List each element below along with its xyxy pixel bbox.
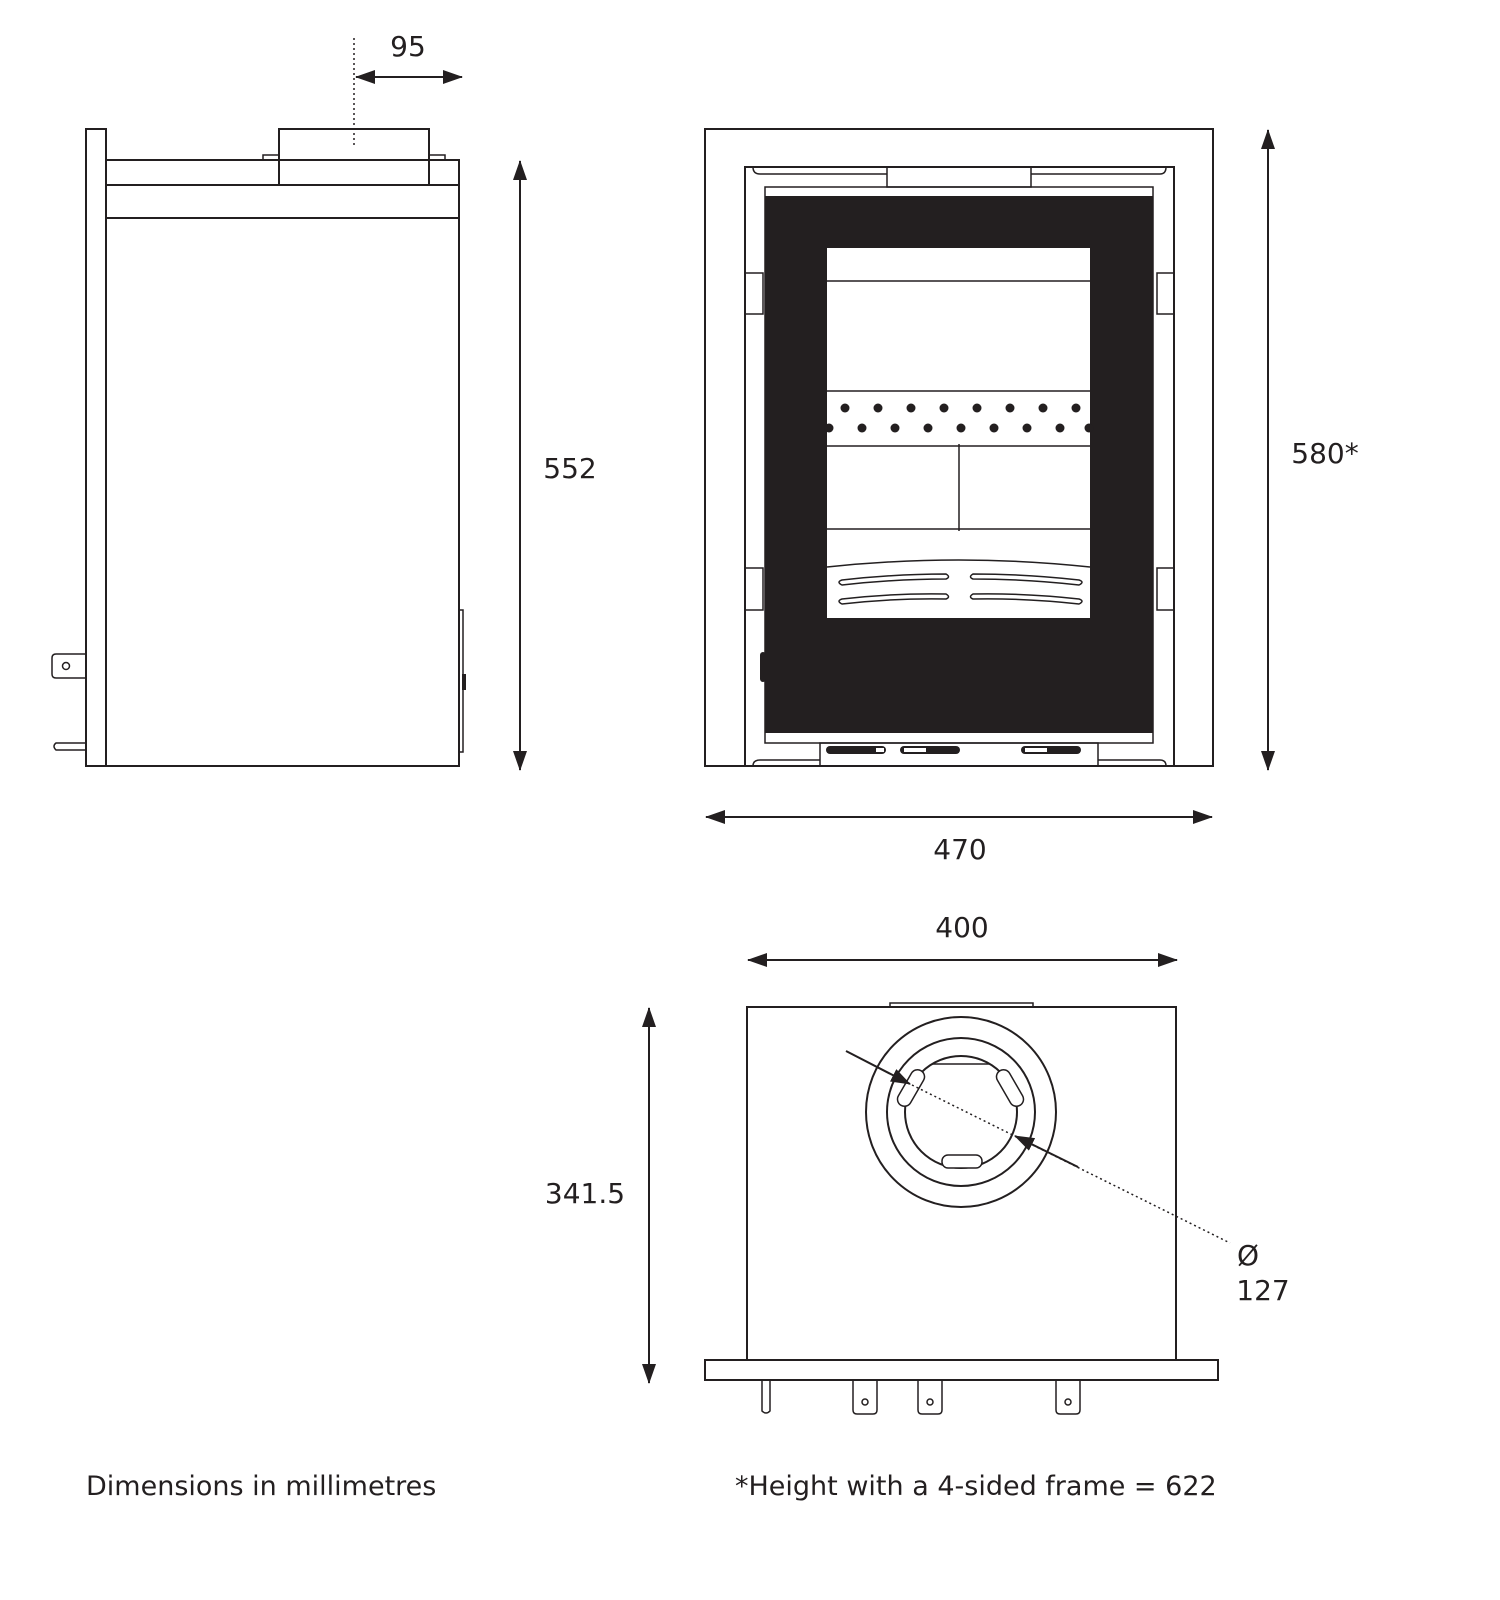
- door-handle: [760, 652, 766, 682]
- fixing-tabs: [852, 1380, 1081, 1415]
- dim-label-front-height: 580*: [1291, 437, 1358, 470]
- dim-label-flue-offset: 95: [390, 30, 426, 63]
- dim-label-top-width: 400: [935, 911, 988, 944]
- air-holes: [824, 403, 1094, 433]
- dim-label-front-width: 470: [933, 833, 986, 866]
- units-note: Dimensions in millimetres: [86, 1471, 436, 1502]
- frame-height-note: *Height with a 4-sided frame = 622: [735, 1471, 1217, 1502]
- front-view: 580* 470: [704, 128, 1359, 866]
- diameter-symbol: Ø: [1237, 1239, 1259, 1272]
- dim-arrow-flue-diameter-a: [845, 1050, 911, 1085]
- dim-label-flue-diameter: 127: [1236, 1274, 1289, 1307]
- door-glass: [827, 248, 1090, 618]
- dim-label-side-height: 552: [543, 452, 596, 485]
- air-controls: [826, 746, 1081, 754]
- dim-label-top-depth: 341.5: [545, 1177, 625, 1210]
- grate-slots: [838, 573, 1083, 605]
- flue-collar: [865, 1016, 1057, 1208]
- side-view: 95 552: [51, 30, 597, 771]
- top-view: 400 Ø 127 341.5: [545, 911, 1290, 1415]
